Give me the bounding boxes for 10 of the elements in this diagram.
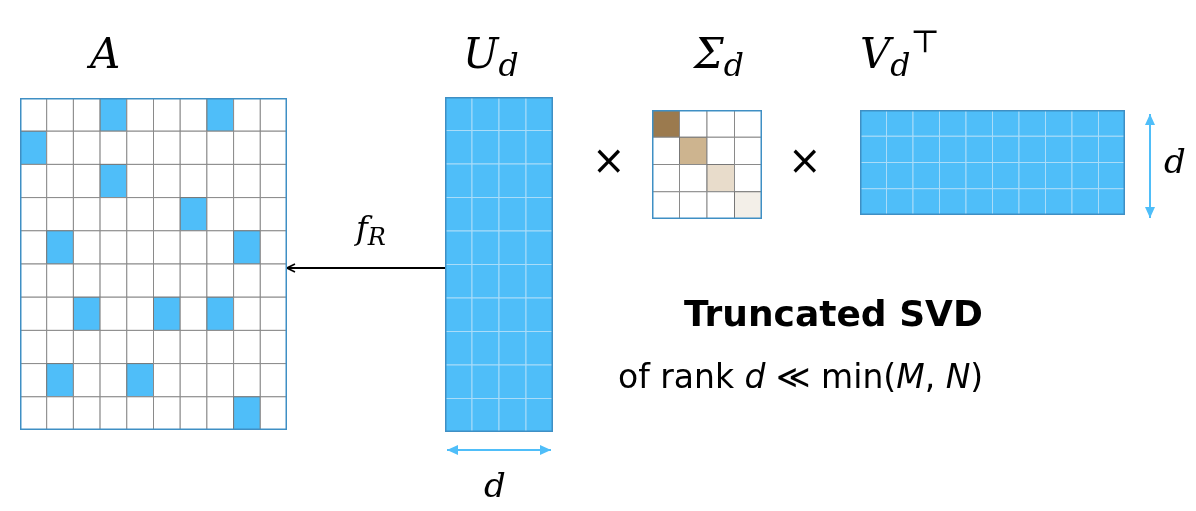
caption-title: Truncated SVD [684, 296, 983, 332]
multiply-sign: × [592, 140, 626, 180]
multiply-sign: × [788, 140, 822, 180]
matrix [860, 28, 1125, 215]
matrix-label: U$_{d}$ [463, 28, 519, 81]
matrix-label: Σ$_{d}$ [694, 28, 744, 81]
caption-text: of rank d ≪ min(M, N) [618, 360, 984, 393]
dimension-label: d [484, 468, 506, 502]
dimension-label: d [1164, 144, 1186, 178]
arrow [286, 263, 446, 273]
